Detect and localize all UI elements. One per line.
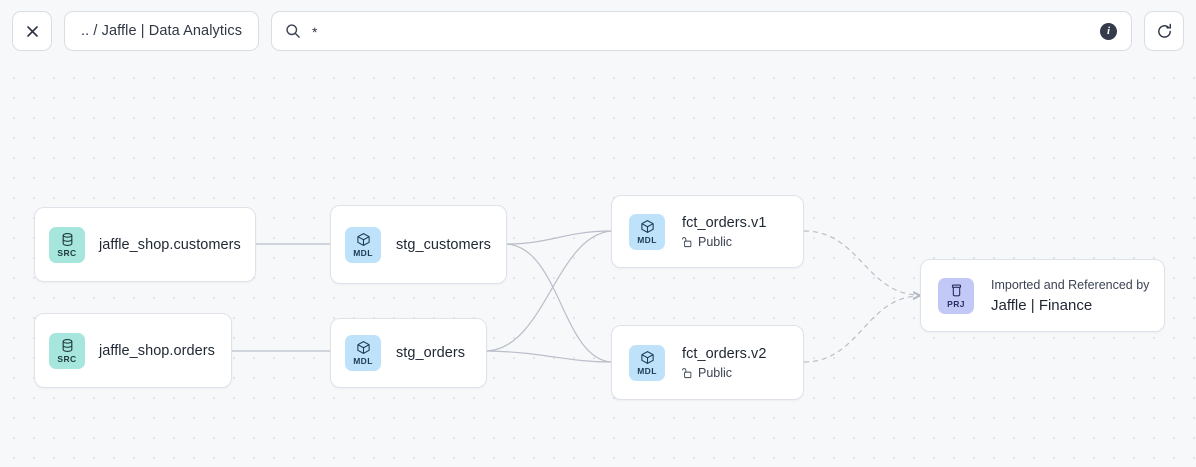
prj-badge-label: PRJ bbox=[947, 298, 965, 309]
node-body: fct_orders.v1 Public bbox=[682, 215, 766, 249]
node-src-jaffle-shop-customers[interactable]: SRC jaffle_shop.customers bbox=[34, 207, 256, 282]
close-button[interactable] bbox=[12, 11, 52, 51]
node-mdl-fct-orders-v1[interactable]: MDL fct_orders.v1 Public bbox=[611, 195, 804, 268]
mdl-badge-label: MDL bbox=[353, 247, 373, 258]
node-title: stg_orders bbox=[396, 345, 466, 361]
node-src-jaffle-shop-orders[interactable]: SRC jaffle_shop.orders bbox=[34, 313, 232, 388]
search-value: * bbox=[312, 24, 318, 40]
visibility-status: Public bbox=[682, 366, 766, 380]
src-badge: SRC bbox=[49, 332, 85, 369]
mdl-badge: MDL bbox=[629, 213, 665, 250]
unlock-icon bbox=[682, 367, 692, 378]
node-title: jaffle_shop.customers bbox=[99, 236, 241, 253]
refresh-button[interactable] bbox=[1144, 11, 1184, 51]
src-badge-label: SRC bbox=[57, 353, 77, 364]
src-badge-label: SRC bbox=[57, 247, 77, 258]
mdl-badge: MDL bbox=[345, 335, 381, 371]
visibility-status: Public bbox=[682, 235, 766, 249]
mdl-badge: MDL bbox=[629, 344, 665, 381]
mdl-badge-label: MDL bbox=[637, 365, 657, 376]
node-mdl-fct-orders-v2[interactable]: MDL fct_orders.v2 Public bbox=[611, 325, 804, 400]
node-mdl-stg-customers[interactable]: MDL stg_customers bbox=[330, 205, 507, 284]
node-title: fct_orders.v2 bbox=[682, 345, 767, 362]
node-body: fct_orders.v2 Public bbox=[682, 346, 766, 380]
breadcrumb: .. / Jaffle | Data Analytics bbox=[81, 23, 243, 39]
node-body: jaffle_shop.customers bbox=[99, 237, 241, 253]
node-kicker: Imported and Referenced by bbox=[991, 277, 1150, 292]
node-prj-jaffle-finance[interactable]: PRJ Imported and Referenced by Jaffle | … bbox=[920, 259, 1165, 332]
node-mdl-stg-orders[interactable]: MDL stg_orders bbox=[330, 318, 487, 388]
close-icon bbox=[26, 25, 38, 37]
node-body: Imported and Referenced by Jaffle | Fina… bbox=[991, 278, 1149, 314]
info-icon[interactable]: i bbox=[1100, 22, 1117, 40]
prj-badge: PRJ bbox=[938, 277, 974, 314]
breadcrumb-button[interactable]: .. / Jaffle | Data Analytics bbox=[64, 11, 260, 51]
mdl-badge: MDL bbox=[345, 226, 381, 263]
node-title: jaffle_shop.orders bbox=[99, 342, 215, 359]
node-title: stg_customers bbox=[396, 236, 491, 253]
node-title: fct_orders.v1 bbox=[682, 214, 767, 231]
node-body: stg_customers bbox=[396, 237, 491, 253]
mdl-badge-label: MDL bbox=[637, 234, 657, 245]
unlock-icon bbox=[682, 236, 692, 247]
src-badge: SRC bbox=[49, 226, 85, 263]
node-body: jaffle_shop.orders bbox=[99, 343, 215, 359]
visibility-label: Public bbox=[698, 365, 733, 380]
mdl-badge-label: MDL bbox=[353, 356, 373, 366]
search-input[interactable]: * i bbox=[271, 11, 1132, 51]
node-body: stg_orders bbox=[396, 345, 465, 361]
search-icon bbox=[286, 24, 300, 38]
refresh-icon bbox=[1157, 23, 1171, 38]
top-toolbar: .. / Jaffle | Data Analytics * i bbox=[0, 0, 1196, 62]
visibility-label: Public bbox=[698, 234, 733, 249]
node-title: Jaffle | Finance bbox=[991, 296, 1093, 314]
